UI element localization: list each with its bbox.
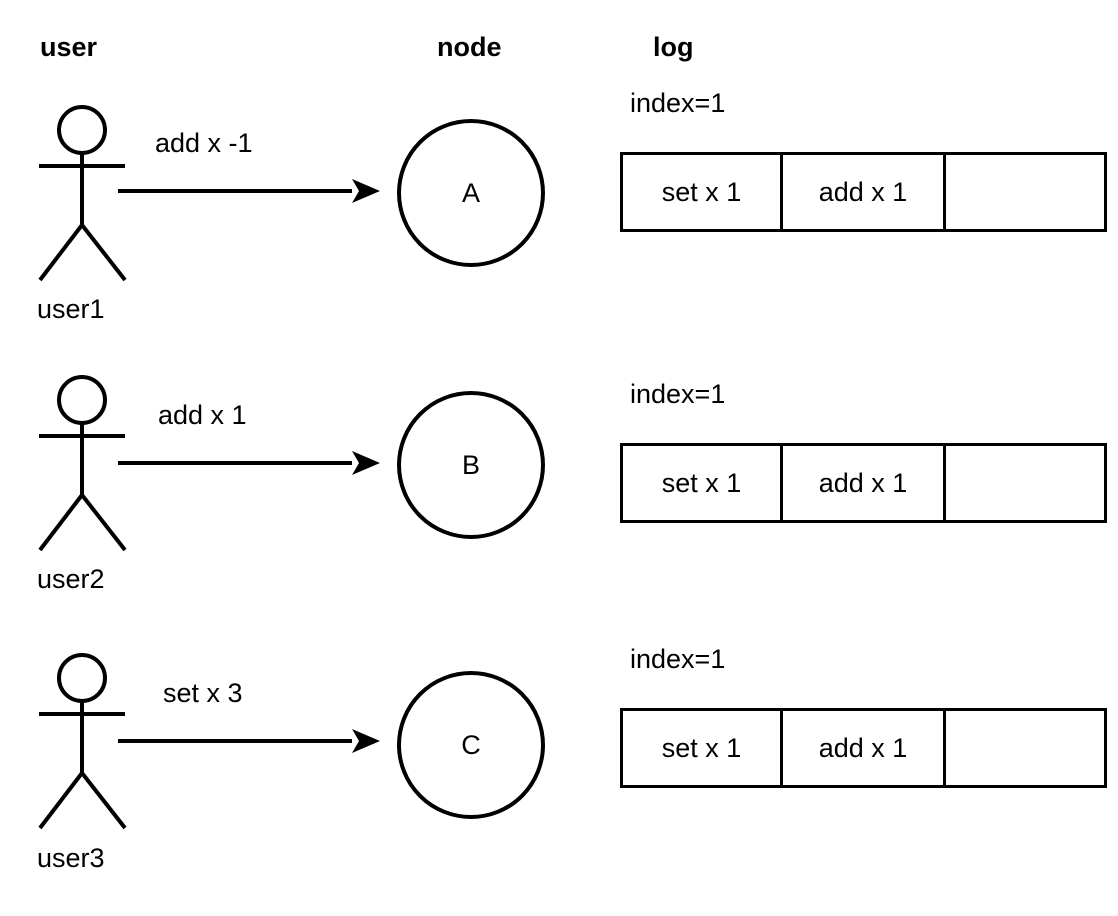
- stick-figure-icon-user3: [38, 653, 127, 830]
- log-index-label-row-2: index=1: [630, 379, 726, 409]
- node-label-c: C: [461, 730, 481, 760]
- log-table-row-1: set x 1 add x 1: [620, 152, 1107, 232]
- node-label-a: A: [461, 178, 480, 208]
- log-table-row-3: set x 1 add x 1: [620, 708, 1107, 788]
- actor-label-user2: user2: [37, 564, 105, 594]
- log-entry-row: set x 1 add x 1: [620, 708, 1107, 788]
- actor-label-user3: user3: [37, 843, 105, 873]
- log-entry-row: set x 1 add x 1: [620, 152, 1107, 232]
- log-entry-row: set x 1 add x 1: [620, 443, 1107, 523]
- log-cell-0[interactable]: set x 1: [620, 152, 783, 232]
- node-label-b: B: [461, 450, 480, 480]
- node-circle-c: [397, 671, 545, 819]
- arrow-right-icon-row-1: [118, 179, 380, 203]
- arrow-right-icon-row-2: [118, 451, 380, 475]
- stick-figure-icon-user2: [38, 375, 127, 552]
- column-header-user: user: [40, 32, 98, 62]
- log-cell-2-empty[interactable]: [943, 152, 1107, 232]
- arrow-right-icon-row-3: [118, 729, 380, 753]
- node-circle-a: [397, 119, 545, 267]
- log-cell-1[interactable]: add x 1: [780, 152, 946, 232]
- column-header-log: log: [653, 32, 694, 62]
- log-index-label-row-1: index=1: [630, 88, 726, 118]
- log-cell-1[interactable]: add x 1: [780, 708, 946, 788]
- message-label-row-3: set x 3: [163, 678, 243, 708]
- log-index-label-row-3: index=1: [630, 644, 726, 674]
- log-cell-0[interactable]: set x 1: [620, 443, 783, 523]
- log-cell-2-empty[interactable]: [943, 443, 1107, 523]
- log-table-row-2: set x 1 add x 1: [620, 443, 1107, 523]
- column-header-node: node: [437, 32, 502, 62]
- message-label-row-1: add x -1: [155, 128, 253, 158]
- log-cell-1[interactable]: add x 1: [780, 443, 946, 523]
- log-cell-0[interactable]: set x 1: [620, 708, 783, 788]
- stick-figure-icon-user1: [38, 105, 127, 282]
- node-circle-b: [397, 391, 545, 539]
- log-cell-2-empty[interactable]: [943, 708, 1107, 788]
- message-label-row-2: add x 1: [158, 400, 247, 430]
- actor-label-user1: user1: [37, 294, 105, 324]
